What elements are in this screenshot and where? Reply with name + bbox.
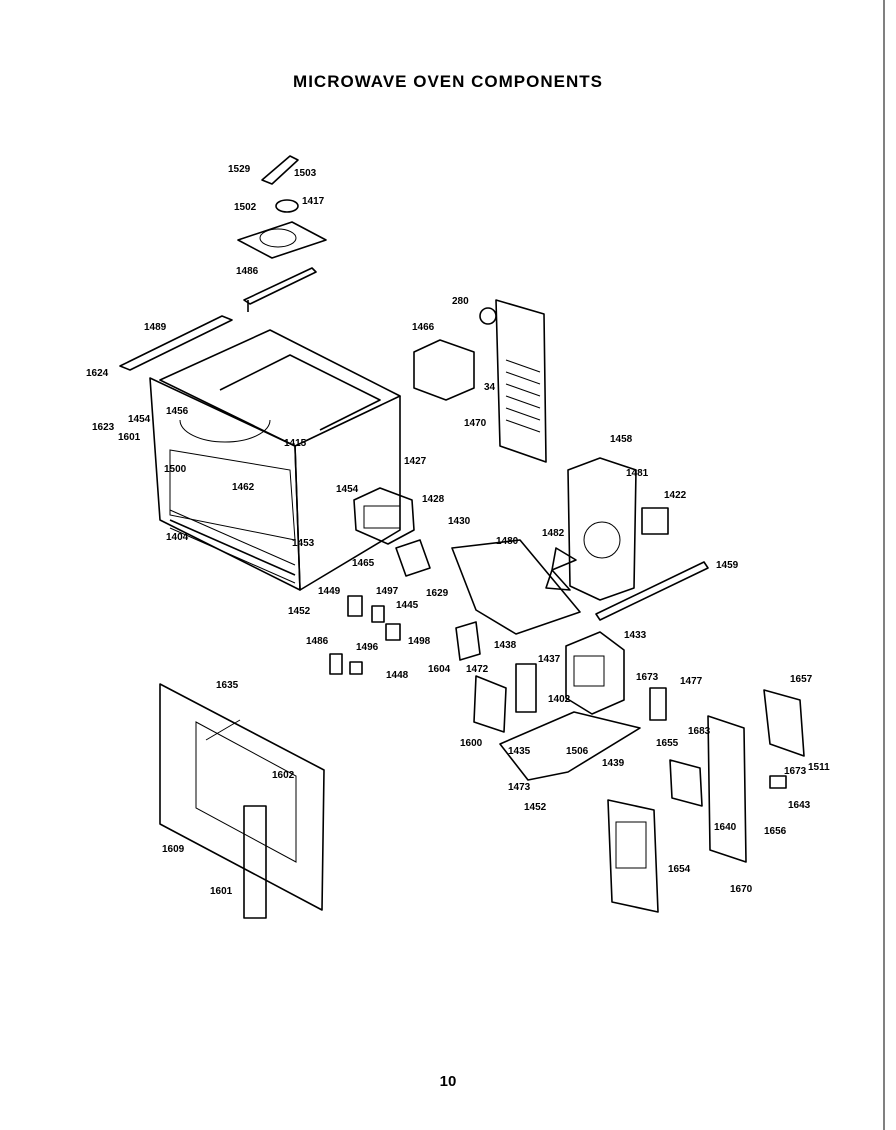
door-handle: [243, 805, 267, 919]
part-label: 1655: [656, 738, 679, 749]
part-label: 1415: [284, 438, 307, 449]
part-label: 1433: [624, 630, 647, 641]
part-label: 1477: [680, 676, 703, 687]
part-label: 1466: [412, 322, 435, 333]
fan-housing: [413, 339, 475, 401]
part-label: 1404: [166, 532, 189, 543]
part-label: 1402: [548, 694, 571, 705]
part-label: 1623: [92, 422, 115, 433]
part-label: 1602: [272, 770, 295, 781]
part-label: 1670: [730, 884, 753, 895]
antenna-bracket-assembly: [237, 155, 327, 312]
oven-door: [159, 683, 325, 911]
chassis-plate: [499, 711, 641, 781]
part-label: 1459: [716, 560, 739, 571]
part-label: 1511: [808, 762, 830, 773]
interlock-switches: [329, 539, 787, 789]
top-plate: [119, 315, 233, 371]
part-label: 1489: [144, 322, 167, 333]
part-label: 1470: [464, 418, 487, 429]
part-label: 1456: [166, 406, 189, 417]
diagram-title: MICROWAVE OVEN COMPONENTS: [293, 72, 603, 91]
part-label: 1673: [636, 672, 659, 683]
part-label: 1683: [688, 726, 711, 737]
part-label: 1635: [216, 680, 239, 691]
part-label: 1673: [784, 766, 807, 777]
part-label: 1601: [118, 432, 141, 443]
part-label: 1462: [232, 482, 255, 493]
part-label: 1453: [292, 538, 315, 549]
part-label: 1657: [790, 674, 813, 685]
side-rail: [595, 561, 709, 621]
part-label: 1438: [494, 640, 517, 651]
part-label: 1427: [404, 456, 427, 467]
part-label: 1643: [788, 800, 811, 811]
fan-blade: [545, 547, 577, 591]
part-label: 1439: [602, 758, 625, 769]
part-label: 1503: [294, 168, 317, 179]
air-guide-panel: [495, 299, 547, 463]
part-label: 1445: [396, 600, 419, 611]
relay-board: [669, 759, 703, 807]
part-label: 1529: [228, 164, 251, 175]
base-plate: [451, 539, 581, 635]
oven-cavity: [149, 329, 401, 591]
part-label: 1604: [428, 664, 451, 675]
part-label: 34: [484, 382, 496, 393]
fan-motor: [641, 507, 669, 535]
high-voltage-transformer: [565, 631, 625, 715]
lamp-bulb: [479, 307, 497, 325]
part-label: 1481: [626, 468, 649, 479]
part-label: 1624: [86, 368, 109, 379]
part-label: 1422: [664, 490, 687, 501]
part-label: 1480: [496, 536, 519, 547]
page-number: 10: [439, 1073, 457, 1090]
part-label: 1601: [210, 886, 233, 897]
part-label: 1506: [566, 746, 589, 757]
part-label: 1449: [318, 586, 341, 597]
touch-control-board: [607, 799, 659, 913]
part-label: 1454: [128, 414, 151, 425]
control-panel-frame: [707, 715, 747, 863]
part-label: 1486: [306, 636, 329, 647]
control-cover: [763, 689, 805, 757]
magnetron: [353, 487, 415, 545]
part-label: 1600: [460, 738, 483, 749]
part-label: 1482: [542, 528, 565, 539]
fan-bracket: [567, 457, 637, 601]
part-label: 1452: [288, 606, 311, 617]
part-label: 1435: [508, 746, 531, 757]
part-label: 1497: [376, 586, 399, 597]
part-label: 1656: [764, 826, 787, 837]
part-label: 1498: [408, 636, 431, 647]
part-label: 1629: [426, 588, 449, 599]
part-label: 1654: [668, 864, 691, 875]
part-label: 1500: [164, 464, 187, 475]
part-label: 1458: [610, 434, 633, 445]
part-label: 1437: [538, 654, 561, 665]
part-label: 1417: [302, 196, 325, 207]
part-label: 1448: [386, 670, 409, 681]
part-label: 1640: [714, 822, 737, 833]
part-label: 1430: [448, 516, 471, 527]
part-label: 1465: [352, 558, 375, 569]
part-label: 280: [452, 296, 469, 307]
part-label: 1472: [466, 664, 489, 675]
part-label: 1473: [508, 782, 531, 793]
part-label: 1496: [356, 642, 379, 653]
part-label: 1454: [336, 484, 359, 495]
part-label: 1486: [236, 266, 259, 277]
part-label: 1609: [162, 844, 185, 855]
part-label: 1502: [234, 202, 257, 213]
part-label: 1428: [422, 494, 445, 505]
part-label: 1452: [524, 802, 547, 813]
